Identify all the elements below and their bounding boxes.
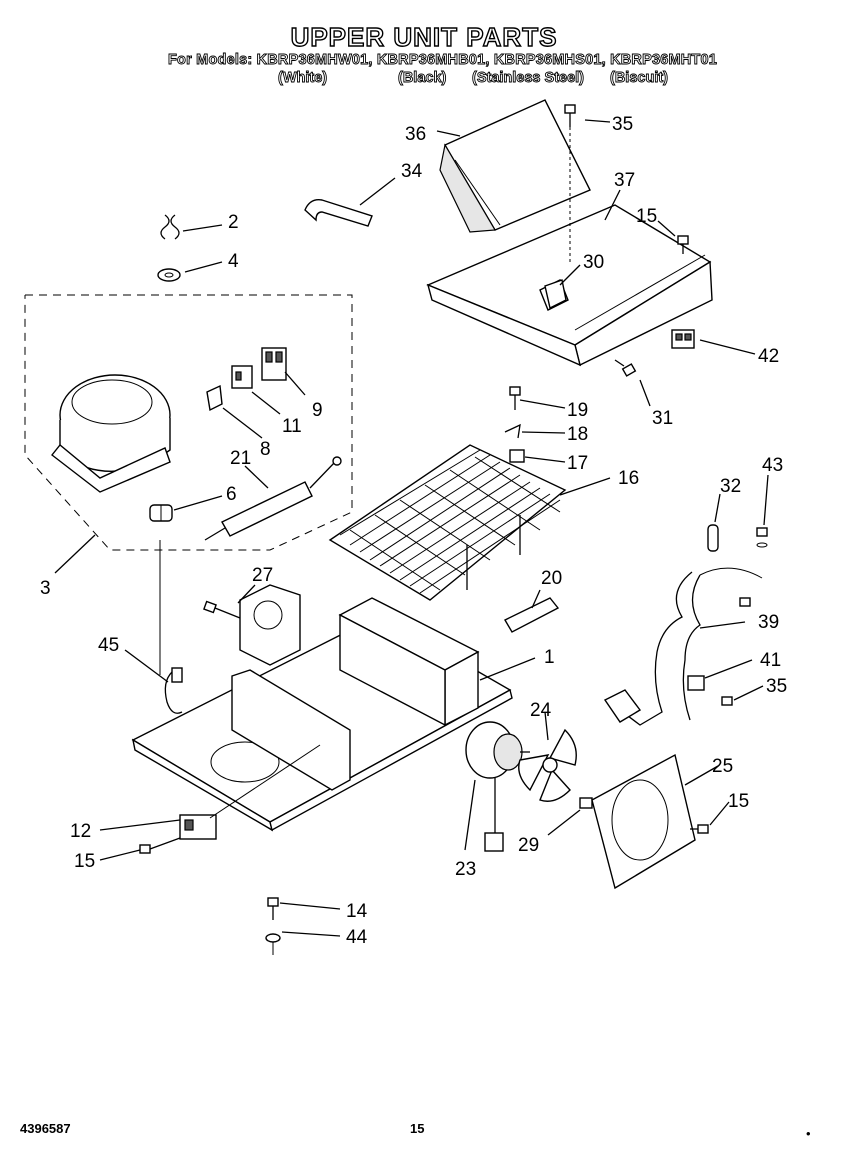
- part-8-bracket: [206, 384, 223, 412]
- callout-16: 16: [618, 468, 639, 489]
- callout-29: 29: [518, 835, 539, 856]
- variant-stainless: (Stainless Steel): [472, 70, 585, 87]
- part-24-fan-blade: [518, 728, 577, 802]
- diagram-title: UPPER UNIT PARTS: [290, 21, 558, 52]
- screw-15-shroud: [690, 824, 709, 834]
- part-1-housing: [338, 597, 480, 727]
- callout-15-left: 15: [74, 851, 95, 872]
- callout-3: 3: [40, 578, 51, 599]
- callout-35-right: 35: [766, 676, 787, 697]
- callout-2: 2: [228, 212, 239, 233]
- cap-leader: [209, 744, 321, 819]
- part-9-overload: [261, 347, 287, 381]
- leader-lines: [54, 119, 769, 937]
- variant-biscuit: (Biscuit): [610, 70, 669, 87]
- screw-43: [756, 527, 768, 548]
- callout-42: 42: [758, 346, 779, 367]
- callout-37: 37: [614, 170, 635, 191]
- callout-11: 11: [282, 416, 302, 437]
- callout-25: 25: [712, 756, 733, 777]
- part-29-clip: [579, 797, 593, 809]
- callout-15-shroud: 15: [728, 791, 749, 812]
- screw-35-top: [564, 104, 576, 262]
- callout-14: 14: [346, 901, 368, 922]
- page-number: 15: [410, 1121, 425, 1136]
- screw-19: [509, 386, 521, 410]
- part-12-capacitor: [179, 814, 217, 840]
- callout-41: 41: [760, 650, 781, 671]
- callout-32: 32: [720, 476, 741, 497]
- compressor: [51, 374, 171, 493]
- compressor-kit-boundary: [24, 294, 353, 551]
- variant-white: (White): [278, 70, 328, 87]
- part-6-grommet: [149, 504, 173, 522]
- part-23-fan-motor: [465, 721, 530, 852]
- callout-1: 1: [544, 647, 555, 668]
- callout-34: 34: [401, 161, 423, 182]
- part-25-shroud: [591, 753, 696, 890]
- variant-black: (Black): [398, 70, 447, 87]
- callout-39: 39: [758, 612, 779, 633]
- callout-45: 45: [98, 635, 119, 656]
- part-18-clamp: [504, 423, 521, 439]
- part-32-tube: [707, 524, 719, 552]
- screw-14: [267, 897, 279, 920]
- part-42-connector: [671, 329, 695, 349]
- part-41-clamp: [687, 675, 705, 691]
- callout-24: 24: [530, 700, 552, 721]
- part-39-power-cord: [603, 567, 763, 726]
- callout-labels: 36 35 34 37 15 30 42 31 2 4 9 11 8 21 6 …: [40, 114, 787, 948]
- callout-17: 17: [567, 453, 588, 474]
- document-code: 4396587: [20, 1121, 71, 1136]
- callout-43: 43: [762, 455, 783, 476]
- part-44-washer: [265, 933, 281, 955]
- callout-36: 36: [405, 124, 426, 145]
- screw-27: [203, 600, 241, 619]
- screw-15-deck: [677, 235, 689, 254]
- part-34-tube: [304, 199, 373, 227]
- callout-8: 8: [260, 439, 271, 460]
- part-20-thermostat: [504, 597, 560, 633]
- callout-12: 12: [70, 821, 91, 842]
- part-11-relay: [231, 365, 253, 389]
- callout-30: 30: [583, 252, 604, 273]
- part-4-washer: [157, 268, 181, 282]
- callout-18: 18: [567, 424, 588, 445]
- callout-23: 23: [455, 859, 476, 880]
- corner-mark: •: [806, 1126, 811, 1141]
- screw-35-right: [721, 696, 733, 706]
- callout-15-deck: 15: [636, 206, 657, 227]
- callout-35-top: 35: [612, 114, 633, 135]
- part-36-cover: [439, 99, 591, 233]
- part-45-harness: [159, 540, 183, 714]
- compressor-bracket: [231, 584, 351, 791]
- callout-4: 4: [228, 251, 239, 272]
- callout-44: 44: [346, 927, 368, 948]
- callout-27: 27: [252, 565, 273, 586]
- models-line: For Models: KBRP36MHW01, KBRP36MHB01, KB…: [168, 52, 718, 69]
- diagram-header: UPPER UNIT PARTS: [0, 21, 848, 52]
- callout-31: 31: [652, 408, 673, 429]
- part-16-evaporator: [328, 444, 567, 601]
- screw-15-left: [139, 837, 181, 854]
- screw-31: [614, 359, 637, 377]
- part-21-drier: [204, 456, 342, 541]
- part-2-clip: [160, 214, 180, 240]
- callout-9: 9: [312, 400, 323, 421]
- callout-20: 20: [541, 568, 562, 589]
- part-17-clip: [509, 449, 525, 463]
- callout-6: 6: [226, 484, 237, 505]
- callout-19: 19: [567, 400, 588, 421]
- part-30-damper: [544, 279, 567, 310]
- callout-21: 21: [230, 448, 251, 469]
